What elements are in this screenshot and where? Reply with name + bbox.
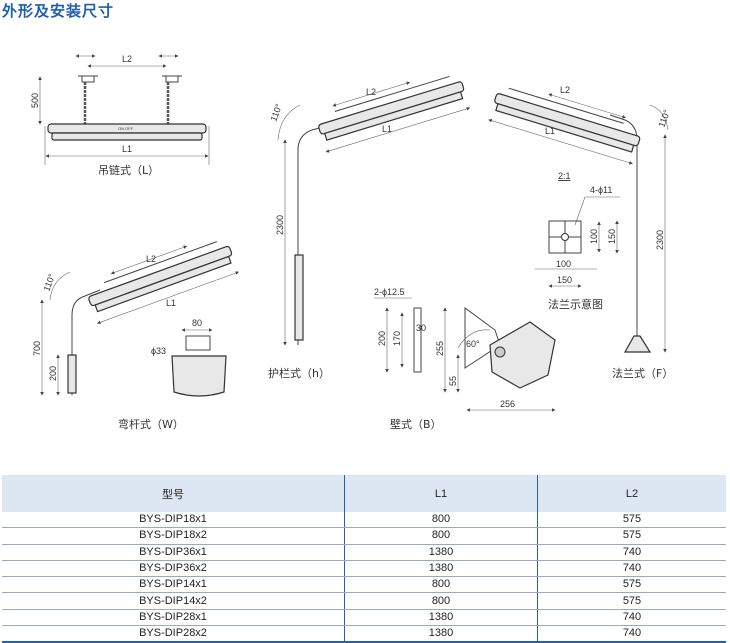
dimension-label: 100 xyxy=(589,229,599,244)
guardrail-caption: 护栏式（h） xyxy=(268,366,330,380)
dimension-label: 110° xyxy=(41,272,57,293)
dimension-label: L2 xyxy=(366,87,376,97)
dimension-label: 200 xyxy=(377,331,387,346)
header-l2: L2 xyxy=(537,475,726,512)
flange-mount-diagram: L2 L1 110° 2300 法兰式（F） xyxy=(488,85,673,380)
cell-l1: 800 xyxy=(344,512,538,529)
flange-detail-diagram: 2:1 4-ϕ11 100 150 100 150 法兰示意图 xyxy=(535,171,620,311)
cell-l1: 800 xyxy=(344,592,538,610)
dimension-label: L2 xyxy=(122,54,132,64)
header-l1: L1 xyxy=(344,475,538,512)
flange-caption: 法兰式（F） xyxy=(612,366,673,380)
cell-model: BYS-DIP36x1 xyxy=(2,544,345,561)
dimension-label: 60° xyxy=(466,339,480,349)
dimension-label: 255 xyxy=(435,341,445,356)
cell-l1: 800 xyxy=(344,576,538,594)
dimension-label: 4-ϕ11 xyxy=(590,185,612,195)
table-header-row: 型号 L1 L2 xyxy=(2,475,726,512)
page-title: 外形及安装尺寸 xyxy=(2,2,115,20)
dimension-label: 55 xyxy=(448,376,458,386)
dimension-label: 2300 xyxy=(275,215,285,235)
dimension-label: 500 xyxy=(30,93,40,108)
cell-model: BYS-DIP28x2 xyxy=(2,625,345,643)
cell-l1: 1380 xyxy=(344,609,538,627)
cell-l1: 1380 xyxy=(344,544,538,561)
dimension-label: 150 xyxy=(607,229,617,244)
dimension-label: 100 xyxy=(556,259,571,269)
cell-model: BYS-DIP14x1 xyxy=(2,576,345,594)
dimension-label: 30 xyxy=(416,323,426,333)
cell-l2: 740 xyxy=(537,625,726,643)
dimension-label: ϕ33 xyxy=(151,346,166,356)
dimension-label: L1 xyxy=(122,144,132,154)
dimension-label: 110° xyxy=(268,102,284,123)
cell-l1: 1380 xyxy=(344,625,538,643)
dimension-label: 2300 xyxy=(655,230,665,250)
dimension-label: L1 xyxy=(382,124,392,134)
chain-mount-diagram: L2 500 ON OFF L1 吊链式（L） xyxy=(30,54,210,177)
dimension-label: 700 xyxy=(32,341,42,356)
cell-l2: 575 xyxy=(537,527,726,545)
bent-pole-caption: 弯杆式（W） xyxy=(118,417,184,431)
cell-l2: 740 xyxy=(537,609,726,627)
chain-caption: 吊链式（L） xyxy=(98,163,159,177)
wall-mount-diagram: 2-ϕ12.5 200 170 30 255 55 60° 256 壁式（B） xyxy=(374,287,556,431)
cell-model: BYS-DIP36x2 xyxy=(2,560,345,578)
dimension-label: 150 xyxy=(557,275,572,285)
dimension-label: 170 xyxy=(392,331,402,346)
dimension-label: L2 xyxy=(146,254,156,264)
cell-l2: 740 xyxy=(537,560,726,578)
dimension-drawings: L2 500 ON OFF L1 吊链式（L） L2 L1 110° 2300 … xyxy=(30,54,673,431)
flange-detail-caption: 法兰示意图 xyxy=(548,297,603,311)
dimension-label: 2-ϕ12.5 xyxy=(374,287,405,297)
cell-model: BYS-DIP18x1 xyxy=(2,512,345,529)
dimension-label: 80 xyxy=(192,318,202,328)
cell-l1: 1380 xyxy=(344,560,538,578)
wall-caption: 壁式（B） xyxy=(390,417,442,431)
dimension-label: 2:1 xyxy=(558,171,571,181)
dimension-label: ON OFF xyxy=(118,126,134,131)
dimension-label: L1 xyxy=(166,298,176,308)
dimension-label: L2 xyxy=(560,85,570,95)
cell-model: BYS-DIP14x2 xyxy=(2,592,345,610)
dimension-label: 200 xyxy=(48,366,58,381)
dimension-label: 256 xyxy=(500,399,515,409)
header-model: 型号 xyxy=(2,475,345,512)
guardrail-mount-diagram: L2 L1 110° 2300 护栏式（h） xyxy=(268,75,471,380)
cell-l1: 800 xyxy=(344,527,538,545)
cell-l2: 740 xyxy=(537,544,726,561)
bent-pole-mount-diagram: L2 L1 110° 700 200 80 ϕ33 弯杆式（W） xyxy=(32,241,240,431)
cell-l2: 575 xyxy=(537,576,726,594)
cell-l2: 575 xyxy=(537,512,726,529)
cell-model: BYS-DIP28x1 xyxy=(2,609,345,627)
cell-l2: 575 xyxy=(537,592,726,610)
cell-model: BYS-DIP18x2 xyxy=(2,527,345,545)
dimension-label: L1 xyxy=(545,126,555,136)
dimension-label: 110° xyxy=(656,108,672,129)
